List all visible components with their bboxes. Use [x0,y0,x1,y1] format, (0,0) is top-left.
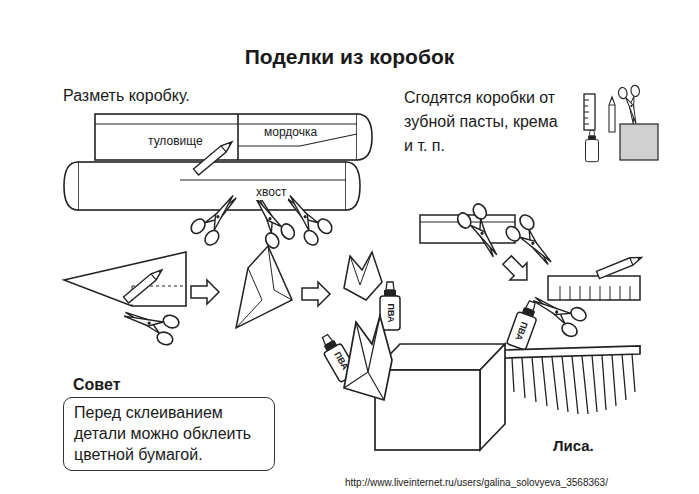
scissors [120,300,181,347]
scissors [188,187,246,248]
part-label: хвост [254,185,288,200]
instruction: Разметь коробку. [63,86,190,106]
part-label: туловище [146,134,205,149]
box-marked [64,162,360,210]
caption-label: Лиса. [553,437,594,456]
fox-head-piece [344,252,382,300]
box-marked [95,114,372,160]
cut-piece [64,252,186,306]
step-arrow [302,282,330,306]
step-arrow [499,252,536,289]
tip-heading: Совет [73,376,275,394]
step-arrow [191,280,219,304]
tool-icons [584,85,658,162]
bottle-label: ПВА [386,303,395,322]
note: Сгодятся коробки от зубной пасты, крема … [404,86,559,158]
part-label: мордочка [262,125,319,140]
scissors [527,286,589,339]
fox [344,316,640,450]
pencil [597,254,644,279]
glue-bottle [506,298,541,350]
watermark: http://www.liveinternet.ru/users/galina_… [345,477,608,490]
scissors [455,202,508,264]
tail-strip [548,276,640,300]
glue-bottle [380,282,400,330]
tip-box: СоветПеред склеиванием детали можно обкл… [63,376,275,471]
pencil [123,267,164,303]
tip-text: Перед склеиванием детали можно обклеить … [63,397,275,471]
folded-piece [236,246,292,328]
page-title: Поделки из коробок [0,44,699,70]
